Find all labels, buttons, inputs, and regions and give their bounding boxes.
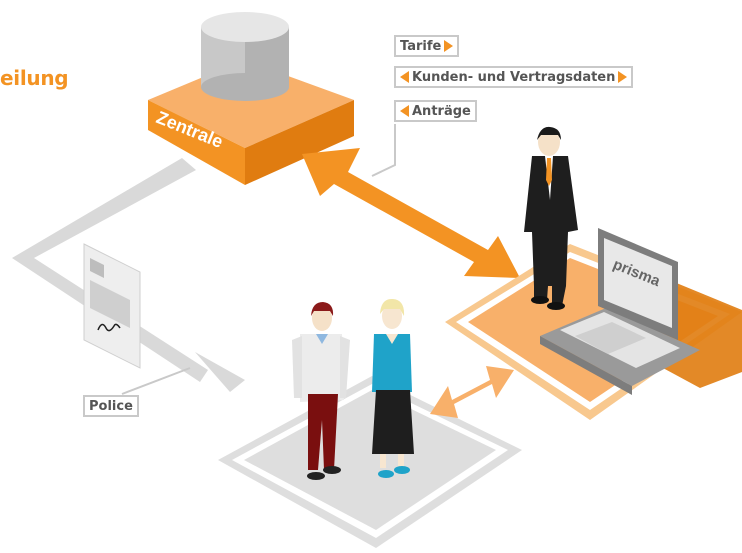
arrow-right-icon [444, 39, 454, 52]
grey-flow-path [12, 158, 245, 392]
tarife-label: Tarife [400, 39, 442, 54]
antraege-tag: Anträge [394, 100, 477, 122]
kunden-vertragsdaten-label: Kunden- und Vertragsdaten [412, 70, 616, 85]
police-document-icon [83, 243, 141, 369]
female-customer-icon [372, 298, 414, 478]
arrow-left-icon [400, 70, 409, 83]
arrow-right-icon [618, 70, 628, 83]
kunden-vertragsdaten-tag: Kunden- und Vertragsdaten [394, 66, 634, 88]
agent-person-icon [524, 126, 578, 310]
laptop-icon: prisma [540, 228, 700, 395]
arrow-left-icon [400, 104, 409, 117]
tarife-tag: Tarife [394, 35, 460, 57]
section-title-fragment: eilung [0, 66, 69, 90]
police-tag: Police [83, 395, 139, 417]
male-customer-icon [292, 302, 350, 480]
orange-double-arrow [302, 148, 520, 278]
database-cylinder-icon [201, 12, 289, 101]
antraege-label: Anträge [412, 104, 471, 119]
police-label: Police [89, 399, 133, 414]
small-orange-double-arrow [430, 366, 514, 418]
zentrale-box: Zentrale [148, 60, 354, 185]
customer-platform [218, 376, 522, 548]
tag-connector-lines [121, 124, 396, 395]
